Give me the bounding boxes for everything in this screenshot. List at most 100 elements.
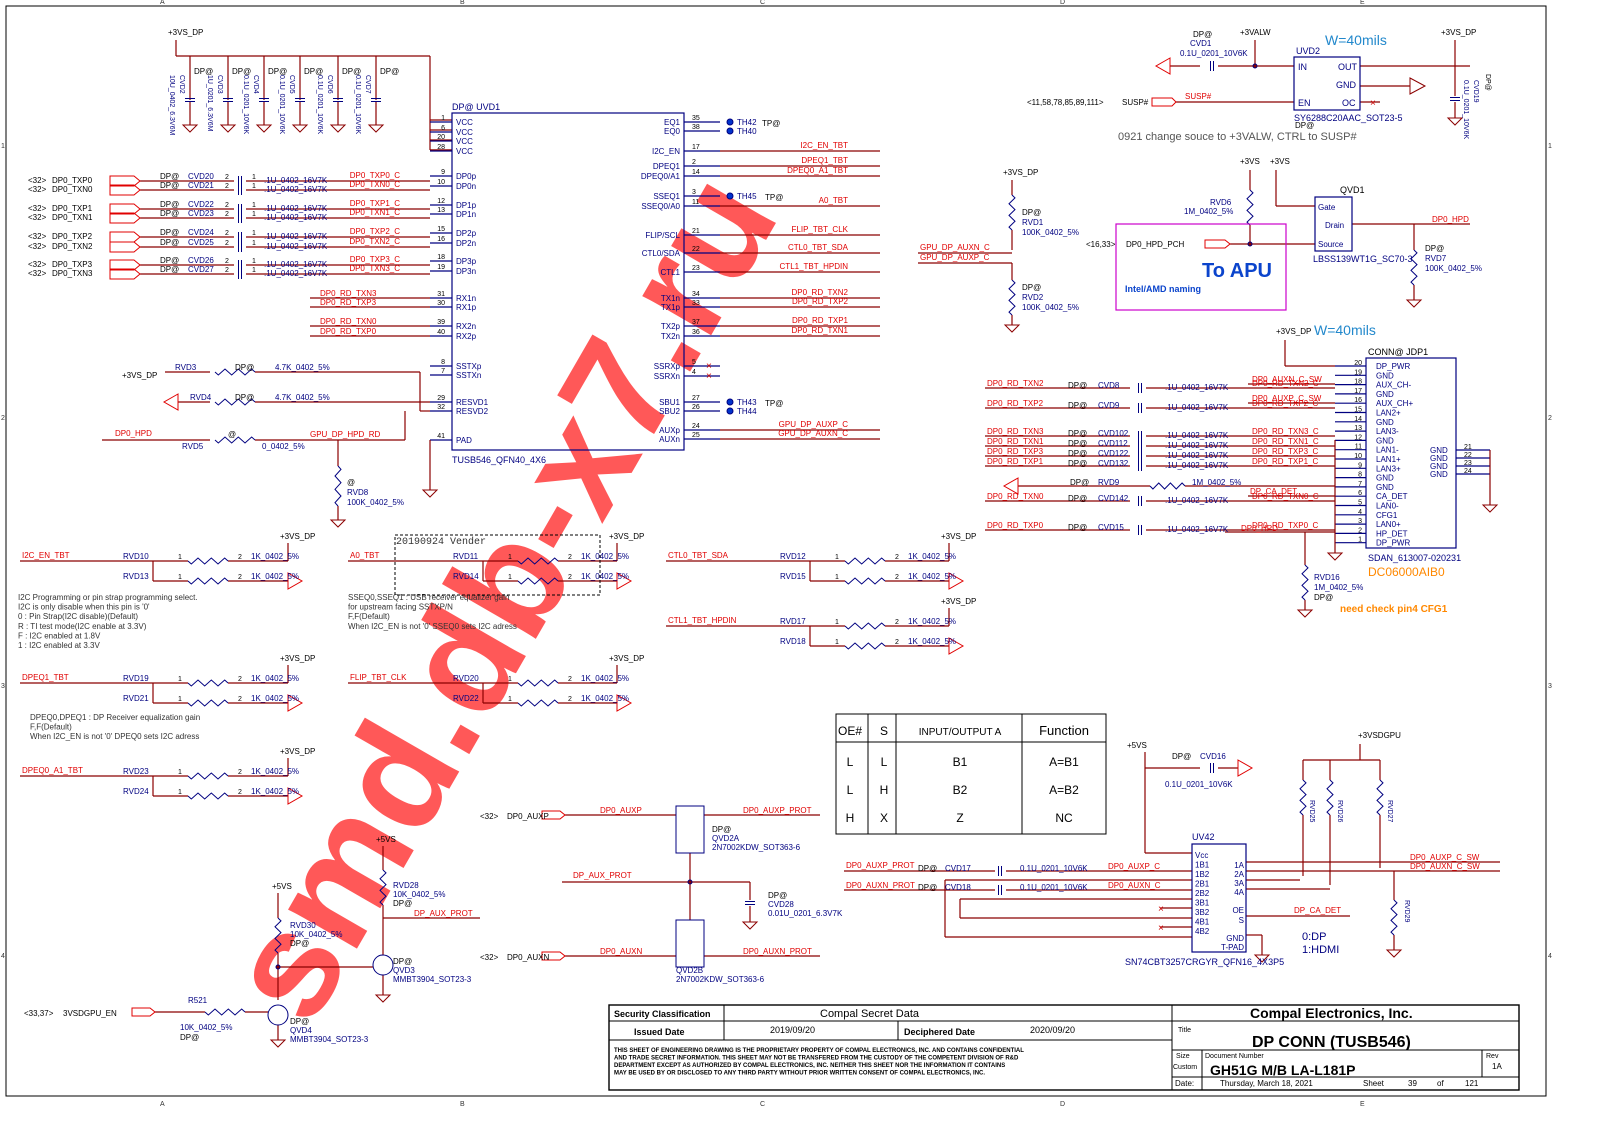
uvd2-oc: OC: [1342, 98, 1356, 108]
pin-number: 23: [692, 265, 700, 272]
cap-ref: CVD1: [1190, 39, 1212, 48]
uv42-chip: [1191, 843, 1247, 953]
note-line: I2C is only disable when this pin is '0': [18, 603, 150, 612]
net-label: I2C_EN_TBT: [800, 141, 848, 150]
pin-number: 19: [437, 264, 445, 271]
no-connect-icon: ×: [706, 361, 712, 372]
power-label: +5VS: [1127, 741, 1147, 750]
dp-tag: DP@: [160, 181, 179, 190]
pin-name: 2A: [1234, 870, 1244, 879]
res-ref: RVD6: [1210, 198, 1232, 207]
width-note: W=40mils: [1325, 32, 1387, 48]
net-label: DP_AUX_PROT: [573, 871, 632, 880]
res-value: 1K_0402_5%: [251, 767, 299, 776]
net-label: DP0_HPD: [115, 429, 152, 438]
cap-value: .1U_0402_16V7K: [1165, 461, 1229, 470]
pin-name: 2B2: [1195, 889, 1210, 898]
arrow-left-icon: [162, 393, 179, 411]
table-cell: A=B1: [1049, 755, 1079, 769]
resistor: [1301, 564, 1309, 601]
transistor-icon: [267, 1004, 289, 1026]
pin-number: 13: [1354, 425, 1362, 432]
width-note: W=40mils: [1314, 322, 1376, 338]
intel-amd-label: Intel/AMD naming: [1125, 284, 1201, 294]
frame-col-label: D: [1060, 0, 1065, 6]
resistor: [517, 699, 559, 707]
frame-col-label: E: [1360, 0, 1365, 6]
net-label: GPU_DP_HPD_RD: [310, 430, 380, 439]
res-value: 1M_0402_5%: [1184, 207, 1233, 216]
test-point-label: TH42: [737, 118, 757, 127]
ground-icon: [269, 1039, 287, 1048]
net-label: A0_TBT: [819, 196, 848, 205]
net-label: DP0_RD_TXN0_C: [1252, 492, 1319, 501]
offpage-connector-icon: [1204, 239, 1231, 249]
net-label: DP0_RD_TXN0: [987, 492, 1044, 501]
ground-icon: [367, 124, 385, 133]
no-connect-icon: ×: [1158, 904, 1164, 915]
net-label: FLIP_TBT_CLK: [792, 225, 849, 234]
dp-tag: DP@: [160, 228, 179, 237]
pin-number: 22: [692, 246, 700, 253]
pin-name: LAN3+: [1376, 464, 1401, 473]
ground-icon: [291, 124, 309, 133]
pin-name: VCC: [456, 147, 473, 156]
dp-tag: DP@: [1068, 429, 1087, 438]
table-header: INPUT/OUTPUT A: [919, 727, 1002, 738]
dp-tag: DP@: [235, 363, 254, 372]
dp-tag: DP@: [1070, 478, 1089, 487]
offpage-connector-icon: [131, 1007, 156, 1017]
pin-name: DP2n: [456, 239, 476, 248]
pin-name: CFG1: [1376, 511, 1398, 520]
cap-value: .1U_0402_16V7K: [264, 213, 328, 222]
pin-number: 3: [692, 189, 696, 196]
pin-number: 1: [178, 789, 182, 796]
net-name: DP0_HPD_PCH: [1126, 240, 1184, 249]
offpage-connector-icon: [109, 241, 141, 253]
cap-ref: CVD27: [188, 265, 214, 274]
pin-number: 2: [225, 258, 229, 265]
frame-row-label: 4: [1, 953, 5, 960]
dp-tag: DP@: [180, 1033, 199, 1042]
dp-tag: DP@: [1022, 208, 1041, 217]
pin-number: 31: [437, 291, 445, 298]
pin-name: GND: [1376, 483, 1394, 492]
resistor: [1008, 194, 1016, 231]
pin-name: LAN0-: [1376, 502, 1399, 511]
pin-number: 2: [238, 696, 242, 703]
pin-number: 27: [692, 395, 700, 402]
ground-icon: [181, 124, 199, 133]
pin-number: 5: [1358, 500, 1362, 507]
resistor: [1149, 482, 1186, 490]
pin-number: 7: [1358, 481, 1362, 488]
net-label: DP0_AUXN_C_SW: [1252, 375, 1322, 384]
net-label: DP0_AUXP_C_SW: [1252, 394, 1322, 403]
pin-name: 3B2: [1195, 908, 1210, 917]
net-label: DP_AUX_PROT: [414, 909, 473, 918]
res-ref: RVD2: [1022, 293, 1044, 302]
frame-col-label: E: [1360, 1101, 1365, 1108]
tb-size: Custom: [1173, 1064, 1197, 1071]
dp-tag: DP@: [1172, 752, 1191, 761]
pin-number: 37: [692, 319, 700, 326]
mode-note: 0:DP: [1302, 931, 1326, 943]
pin-number: 14: [692, 169, 700, 176]
net-ref: <32>: [480, 953, 499, 962]
ground-icon: [741, 921, 759, 930]
no-connect-icon: ×: [1158, 923, 1164, 934]
net-label: DP0_RD_TXN3: [987, 427, 1044, 436]
pin-name: FLIP/SCL: [645, 231, 680, 240]
net-name: DP0_TXP0: [52, 176, 93, 185]
table-header: Function: [1039, 723, 1089, 738]
net-name: 3VSDGPU_EN: [63, 1009, 117, 1018]
pin-name: S: [1239, 916, 1244, 925]
net-label: A0_TBT: [350, 551, 379, 560]
pin-name: LAN0+: [1376, 520, 1401, 529]
res-value: 0_0402_5%: [262, 442, 305, 451]
pin-name: TX2p: [661, 322, 681, 331]
cap-ref: CVD142: [1098, 494, 1129, 503]
cap-ref: CVD8: [1098, 381, 1120, 390]
pin-name: 1B1: [1195, 861, 1210, 870]
pin-name: DPEQ1: [653, 162, 681, 171]
net-label: GPU_DP_AUXP_C: [779, 420, 849, 429]
